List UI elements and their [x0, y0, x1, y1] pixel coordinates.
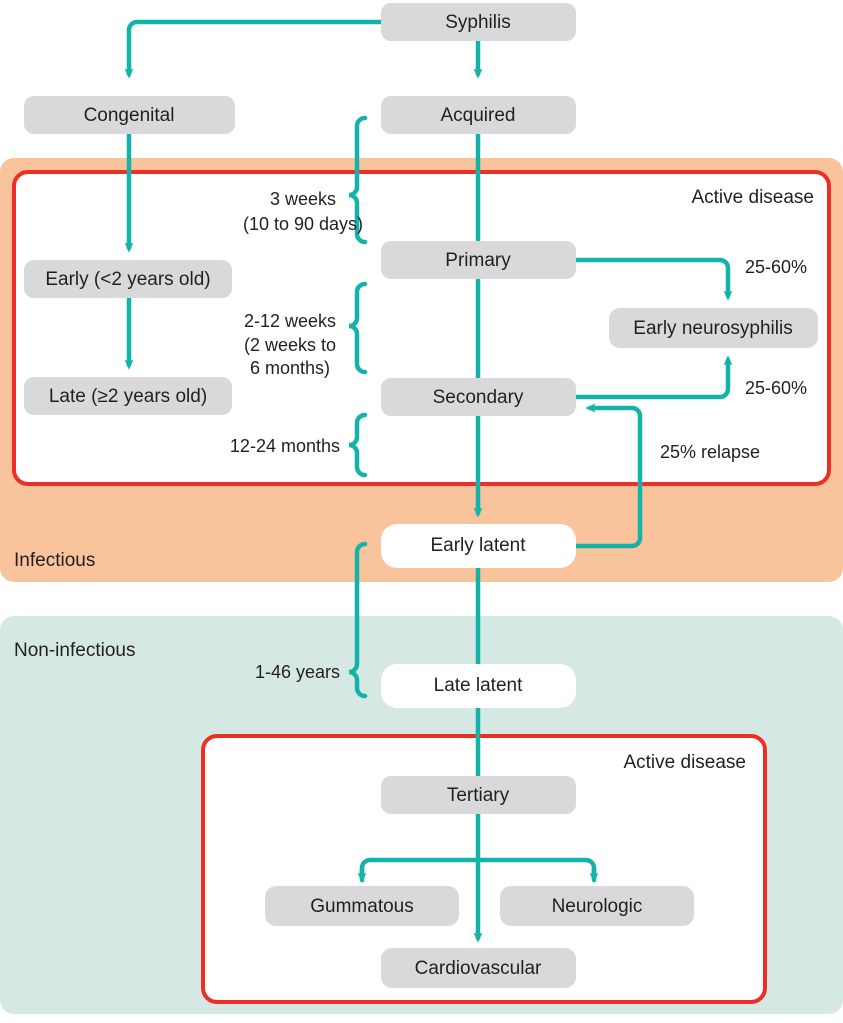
- brace-acquired-to-primary: [348, 115, 368, 245]
- node-syphilis-box[interactable]: [381, 3, 576, 41]
- node-tertiary[interactable]: Tertiary: [381, 776, 576, 814]
- annotation-primary-to-secondary-line3: 6 months): [250, 358, 330, 378]
- edge-primary-to-neurosyphilis: [573, 257, 733, 301]
- node-early-neurosyphilis-box[interactable]: [609, 308, 818, 348]
- node-primary-box[interactable]: [381, 241, 576, 279]
- node-gummatous-label: Gummatous: [310, 896, 413, 917]
- node-late-congenital-box[interactable]: [24, 377, 232, 415]
- node-cardiovascular-label: Cardiovascular: [415, 958, 542, 979]
- node-syphilis-label: Syphilis: [445, 12, 510, 33]
- node-primary[interactable]: Primary: [381, 241, 576, 279]
- annotation-acquired-to-primary-line2: (10 to 90 days): [243, 214, 363, 234]
- annotation-secondary-to-early-latent: 12-24 months: [230, 436, 340, 456]
- annotation-early-latent-to-late-latent: 1-46 years: [255, 662, 340, 682]
- node-neurologic-label: Neurologic: [552, 896, 643, 917]
- band-non-infectious-label: Non-infectious: [14, 640, 135, 661]
- node-congenital-box[interactable]: [24, 96, 235, 134]
- node-acquired-label: Acquired: [441, 105, 516, 126]
- annotation-primary-to-neurosyphilis-percent: 25-60%: [745, 257, 807, 277]
- annotation-primary-to-secondary-line1: 2-12 weeks: [244, 311, 336, 331]
- node-secondary[interactable]: Secondary: [381, 378, 576, 416]
- node-early-congenital-box[interactable]: [24, 260, 232, 298]
- node-acquired-box[interactable]: [381, 96, 576, 134]
- node-early-latent-box[interactable]: [381, 524, 576, 568]
- node-secondary-label: Secondary: [433, 387, 524, 408]
- edge-secondary-to-neurosyphilis: [573, 355, 733, 400]
- node-congenital[interactable]: Congenital: [24, 96, 235, 134]
- node-syphilis[interactable]: Syphilis: [381, 3, 576, 41]
- edge-early-latent-relapse-to-secondary: [573, 403, 643, 549]
- node-late-congenital-label: Late (≥2 years old): [49, 386, 207, 407]
- region-active-disease-lower: Active disease: [201, 734, 767, 1004]
- region-active-disease-lower-label: Active disease: [623, 752, 746, 773]
- node-secondary-box[interactable]: [381, 378, 576, 416]
- node-neurologic[interactable]: Neurologic: [500, 886, 694, 926]
- annotations: 3 weeks (10 to 90 days) 2-12 weeks (2 we…: [230, 189, 807, 682]
- node-tertiary-box[interactable]: [381, 776, 576, 814]
- node-acquired[interactable]: Acquired: [381, 96, 576, 134]
- region-active-disease-upper-label: Active disease: [691, 187, 814, 208]
- node-primary-label: Primary: [445, 250, 511, 271]
- node-gummatous-box[interactable]: [265, 886, 459, 926]
- node-early-latent[interactable]: Early latent: [381, 524, 576, 568]
- node-neurologic-box[interactable]: [500, 886, 694, 926]
- node-early-neurosyphilis[interactable]: Early neurosyphilis: [609, 308, 818, 348]
- node-cardiovascular-box[interactable]: [381, 948, 576, 988]
- node-cardiovascular[interactable]: Cardiovascular: [381, 948, 576, 988]
- node-congenital-label: Congenital: [84, 105, 175, 126]
- annotation-relapse-percent: 25% relapse: [660, 442, 760, 462]
- annotation-primary-to-secondary-line2: (2 weeks to: [244, 335, 336, 355]
- node-early-congenital[interactable]: Early (<2 years old): [24, 260, 232, 298]
- node-late-latent-label: Late latent: [434, 675, 523, 696]
- node-tertiary-label: Tertiary: [447, 785, 510, 806]
- node-early-congenital-label: Early (<2 years old): [45, 269, 210, 290]
- edge-syphilis-to-congenital: [124, 19, 384, 79]
- brace-primary-to-secondary: [348, 281, 368, 375]
- node-late-latent-box[interactable]: [381, 664, 576, 708]
- node-late-congenital[interactable]: Late (≥2 years old): [24, 377, 232, 415]
- brace-early-latent-to-late-latent: [348, 541, 368, 699]
- brace-secondary-to-early-latent: [348, 412, 368, 478]
- annotation-acquired-to-primary-line1: 3 weeks: [270, 189, 336, 209]
- band-infectious-label: Infectious: [14, 550, 95, 571]
- annotation-secondary-to-neurosyphilis-percent: 25-60%: [745, 378, 807, 398]
- region-active-disease-lower-box: [201, 734, 767, 1004]
- node-late-latent[interactable]: Late latent: [381, 664, 576, 708]
- node-gummatous[interactable]: Gummatous: [265, 886, 459, 926]
- connectors: [124, 19, 733, 943]
- node-early-neurosyphilis-label: Early neurosyphilis: [633, 318, 792, 339]
- node-early-latent-label: Early latent: [430, 535, 526, 556]
